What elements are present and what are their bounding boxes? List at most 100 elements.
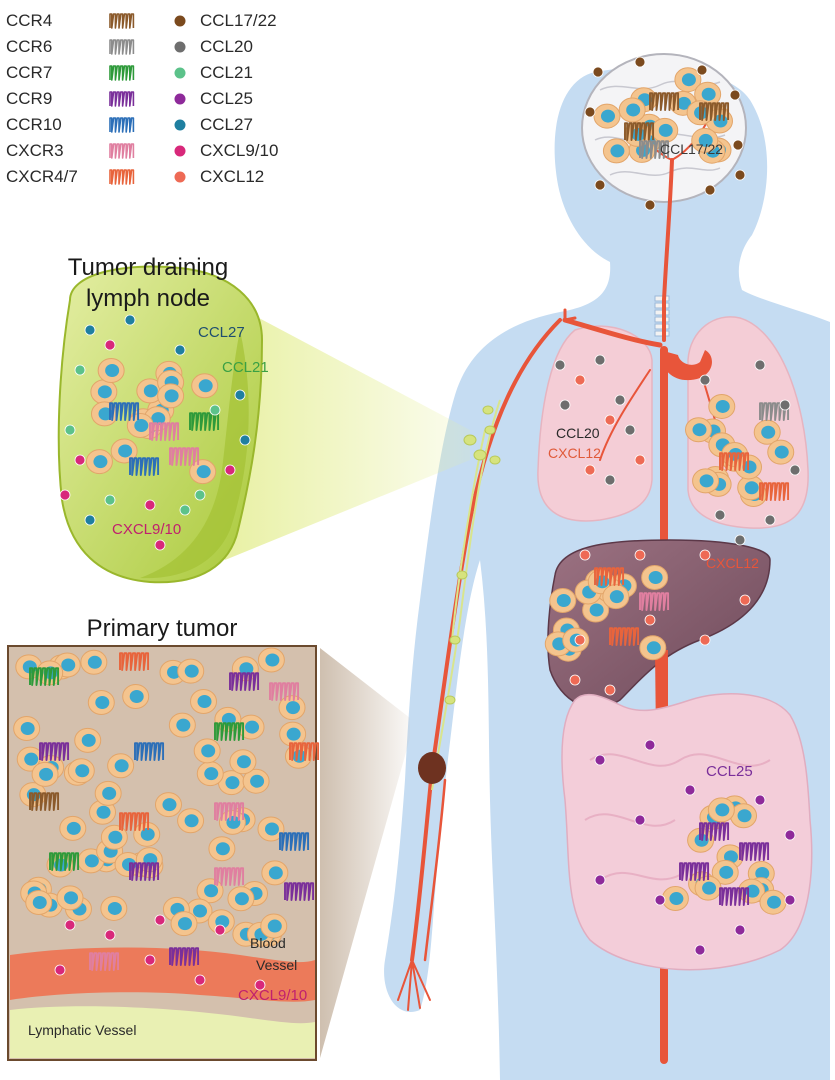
legend-ligand-label: CCL25 (200, 89, 253, 108)
receptor-cxcr4-7 (594, 567, 625, 586)
chemokine-cxcl12 (579, 549, 591, 561)
chemokine-ccl20 (559, 399, 571, 411)
tumor-cell-nucleus (114, 759, 129, 773)
receptor-ccr10 (134, 742, 165, 761)
tumor-cell-nucleus (196, 465, 211, 479)
tumor-cell-nucleus (143, 384, 158, 398)
chemokine-cxcl9-10 (64, 919, 76, 931)
chemokine-cxcl12 (574, 374, 586, 386)
chemokine-ccl27 (234, 389, 246, 401)
tumor-cell-nucleus (610, 144, 625, 158)
receptor-ccr10 (279, 832, 310, 851)
tumor-cell-nucleus (236, 755, 251, 769)
liver-label-cxcl12: CXCL12 (706, 555, 759, 571)
tumor-cell-nucleus (105, 364, 120, 378)
legend-receptor-icon (109, 143, 135, 159)
chemokine-cxcl12 (644, 614, 656, 626)
tumor-cell-nucleus (177, 917, 192, 931)
tumor-cell-nucleus (140, 827, 155, 841)
chemokine-cxcl9-10 (104, 929, 116, 941)
legend: CCR4CCR6CCR7CCR9CCR10CXCR3CXCR4/7CCL17/2… (6, 11, 278, 186)
receptor-cxcr3 (214, 802, 245, 821)
tumor-cell-nucleus (107, 901, 122, 915)
tumor-cell-nucleus (32, 895, 47, 909)
receptor-ccr7 (29, 667, 60, 686)
legend-ligand-label: CXCL12 (200, 167, 264, 186)
chemokine-cxcl12 (739, 594, 751, 606)
chemokine-cxcl9-10 (254, 979, 266, 991)
tumor-cell-nucleus (184, 814, 199, 828)
tumor-cell-nucleus (198, 379, 213, 393)
tumor-cell-nucleus (676, 96, 691, 110)
tumor-cell-nucleus (193, 904, 208, 918)
receptor-cxcr4-7 (719, 452, 750, 471)
tumor-cell-nucleus (75, 764, 90, 778)
tumor-cell-nucleus (20, 722, 35, 736)
tumor-cell-nucleus (184, 664, 199, 678)
chemokine-cxcl12 (699, 549, 711, 561)
lymph-nodes-arm (444, 405, 501, 705)
lymph-node-label-cxcl910: CXCL9/10 (112, 521, 181, 538)
tumor-cell-nucleus (692, 423, 707, 437)
tumor-cell-nucleus (61, 658, 76, 672)
chemokine-ccl25 (784, 894, 796, 906)
chemokine-ccl20 (614, 394, 626, 406)
gut-label-ccl25: CCL25 (706, 763, 753, 780)
blood-vessel-primary (10, 947, 315, 1058)
tumor-cell-nucleus (609, 590, 624, 604)
tumor-cell-nucleus (715, 399, 730, 413)
tumor-cell-nucleus (176, 718, 191, 732)
legend-receptor-icon (109, 117, 135, 133)
legend-ligand-dot (174, 67, 186, 79)
chemokine-cxcl9-10 (54, 964, 66, 976)
chemokine-ccl21 (104, 494, 116, 506)
chemokine-cxcl9-10 (194, 974, 206, 986)
chemokine-ccl25 (784, 829, 796, 841)
tumor-cell-nucleus (66, 821, 81, 835)
chemokine-ccl25 (594, 754, 606, 766)
chemokine-ccl27 (239, 434, 251, 446)
legend-receptor-label: CCR6 (6, 37, 52, 56)
chemokine-ccl21 (209, 404, 221, 416)
primary-tumor-zoom-beam (320, 648, 410, 1058)
legend-ligand-dot (174, 171, 186, 183)
chemokine-ccl20 (764, 514, 776, 526)
tumor-cell-nucleus (162, 798, 177, 812)
blood-vessel-label-line2: Vessel (256, 957, 297, 973)
chemokine-cxcl12 (634, 454, 646, 466)
chemokine-ccl25 (754, 794, 766, 806)
tumor-cell-nucleus (87, 655, 102, 669)
lymph-node-label-ccl27: CCL27 (198, 324, 245, 341)
lung-label-cxcl12: CXCL12 (548, 445, 601, 461)
legend-receptor-icon (109, 91, 135, 107)
tumor-cell-nucleus (737, 809, 752, 823)
receptor-ccr4 (699, 102, 730, 121)
tumor-cell-nucleus (239, 662, 254, 676)
chemokine-ccl20 (789, 464, 801, 476)
tumor-cell-nucleus (264, 822, 279, 836)
tumor-cell-nucleus (118, 444, 133, 458)
receptor-cxcr4-7 (609, 627, 640, 646)
tumor-cell-nucleus (129, 690, 144, 704)
receptor-layer (29, 92, 790, 971)
tumor-cell-nucleus (646, 641, 661, 655)
legend-receptor-label: CCR7 (6, 63, 52, 82)
chemokine-ccl17-22 (644, 199, 656, 211)
chemokine-cxcl9-10 (224, 464, 236, 476)
receptor-ccr7 (214, 722, 245, 741)
tumor-cell-nucleus (84, 854, 99, 868)
tumor-cell-nucleus (151, 412, 166, 426)
tumor-cell-nucleus (197, 694, 212, 708)
legend-receptor-icon (109, 13, 135, 29)
chemokine-cxcl9-10 (104, 339, 116, 351)
receptor-cxcr4-7 (119, 652, 150, 671)
legend-receptor-label: CCR4 (6, 11, 52, 30)
receptor-cxcr3 (214, 867, 245, 886)
tumor-cell-nucleus (681, 73, 696, 87)
chemokine-cxcl12 (604, 414, 616, 426)
chemokine-ccl20 (594, 354, 606, 366)
legend-ligand-label: CXCL9/10 (200, 141, 278, 160)
tumor-cell-nucleus (201, 744, 216, 758)
tumor-cell-nucleus (265, 653, 280, 667)
